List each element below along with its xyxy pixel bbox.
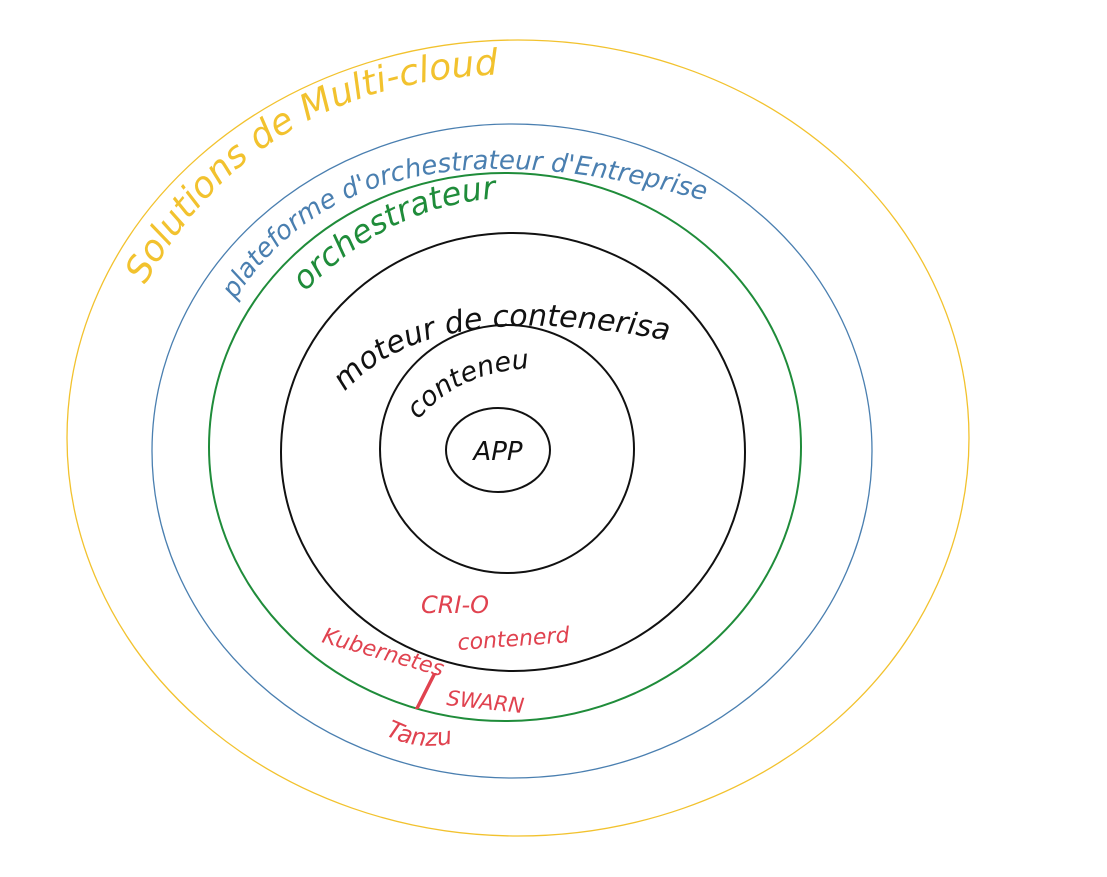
platform-ring: [151, 123, 873, 779]
swarm-label: SWARN: [445, 686, 525, 718]
engine-ring: [280, 232, 746, 672]
app-label: APP: [471, 437, 522, 467]
app-ring: [445, 407, 551, 493]
container-ring: [379, 324, 635, 574]
platform-label: plateforme d'orchestrateur d'Entreprise: [215, 146, 710, 305]
crio-label: CRI-O: [421, 591, 489, 619]
tanzu-label: Tanzu: [383, 715, 454, 752]
tanzu-label-text: Tanzu: [383, 715, 454, 752]
containerd-label: contenerd: [457, 623, 572, 656]
platform-label-text: plateforme d'orchestrateur d'Entreprise: [215, 146, 710, 305]
separator-slash: /: [414, 665, 437, 716]
multicloud-ring: [66, 39, 970, 837]
orchestrator-ring: [208, 172, 802, 722]
